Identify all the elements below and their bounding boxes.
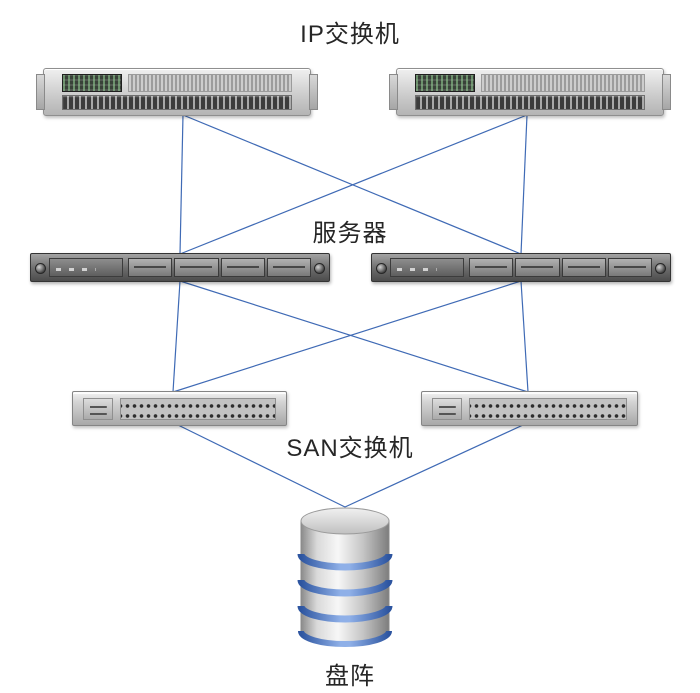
connection-line-server-2-san-switch-2	[520, 280, 529, 393]
switch-port-row	[62, 95, 292, 110]
server-1	[30, 253, 330, 282]
connection-line-server-1-san-switch-2	[179, 280, 529, 393]
disk-ring	[297, 605, 393, 623]
disk-cylinder-body	[300, 520, 390, 645]
san-switch-port-grid	[120, 398, 276, 420]
server-io-panel	[49, 258, 123, 277]
connection-line-server-1-san-switch-1	[172, 280, 181, 393]
server-drive-bays	[128, 258, 311, 277]
drive-bay	[174, 258, 219, 277]
disk-ring	[297, 553, 393, 571]
connection-line-server-2-san-switch-1	[172, 280, 522, 393]
disk-top-face	[300, 507, 390, 535]
san-switch-status-panel	[432, 398, 462, 420]
disk-ring-bottom	[298, 630, 392, 647]
san-switch-status-panel	[83, 398, 113, 420]
server-group-label: 服务器	[312, 220, 388, 247]
ip-switch-1	[36, 68, 318, 116]
switch-display-panel	[415, 74, 475, 92]
switch-vent-grille	[481, 74, 645, 92]
drive-bay	[266, 258, 311, 277]
ip-switch-2	[389, 68, 671, 116]
switch-port-row	[415, 95, 645, 110]
drive-bay	[220, 258, 265, 277]
server-drive-bays	[469, 258, 652, 277]
ip-switch-group-label: IP交换机	[300, 21, 400, 48]
server-2	[371, 253, 671, 282]
disk-ring	[297, 579, 393, 597]
drive-bay	[607, 258, 652, 277]
switch-vent-grille	[128, 74, 292, 92]
san-switch-2	[421, 391, 638, 426]
disk-array	[297, 505, 393, 647]
san-switch-port-grid	[469, 398, 627, 420]
drive-bay	[561, 258, 606, 277]
disk-array-label: 盘阵	[325, 663, 375, 690]
san-switch-group-label: SAN交换机	[286, 435, 414, 462]
drive-bay	[515, 258, 560, 277]
server-io-panel	[390, 258, 464, 277]
san-switch-1	[72, 391, 287, 426]
disk-array-icon	[297, 507, 393, 647]
switch-display-panel	[62, 74, 122, 92]
drive-bay	[128, 258, 173, 277]
drive-bay	[469, 258, 514, 277]
